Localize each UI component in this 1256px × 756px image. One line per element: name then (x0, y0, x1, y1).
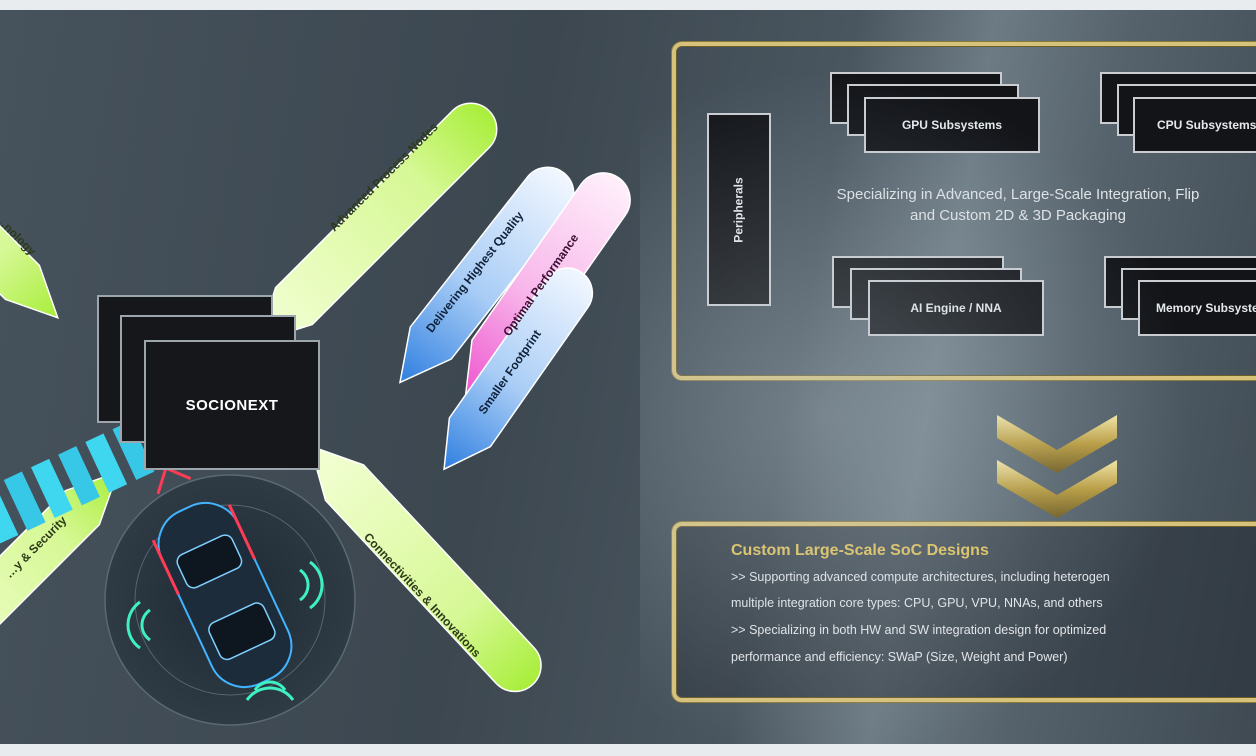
socionext-label: SOCIONEXT (185, 396, 279, 414)
custom-designs-background (676, 524, 1256, 698)
diagram-canvas: …nology Advanced Process Nodes Deliverin… (0, 10, 1256, 744)
integration-line-1: Specializing in Advanced, Large-Scale In… (836, 186, 1200, 203)
custom-designs-title: Custom Large-Scale SoC Designs (731, 542, 989, 559)
ai-engine-label: AI Engine / NNA (910, 301, 1002, 315)
car-illustration (104, 466, 356, 726)
custom-line-1: >> Supporting advanced compute architect… (731, 570, 1110, 584)
arrow-left-bottom (0, 470, 120, 681)
custom-line-4: performance and efficiency: SWaP (Size, … (731, 650, 1068, 664)
integration-text: Specializing in Advanced, Large-Scale In… (768, 184, 1256, 226)
cyan-stripes (0, 420, 155, 544)
custom-designs-frame (672, 522, 1256, 702)
custom-line-2: multiple integration core types: CPU, GP… (731, 596, 1103, 610)
ai-engine-card: AI Engine / NNA (868, 280, 1044, 336)
arrow-left-top (0, 109, 60, 320)
custom-line-3: >> Specializing in both HW and SW integr… (731, 623, 1107, 637)
cpu-card: CPU Subsystems (1133, 97, 1256, 153)
memory-card: Memory Subsystems (1138, 280, 1256, 336)
gpu-label: GPU Subsystems (901, 118, 1003, 132)
peripherals-card: Peripherals (707, 113, 771, 306)
arrow-smaller (443, 267, 594, 471)
integration-line-2: and Custom 2D & 3D Packaging (910, 207, 1126, 224)
arrow-advanced (257, 102, 498, 343)
peripherals-label: Peripherals (732, 176, 746, 243)
socionext-card: SOCIONEXT (144, 340, 320, 470)
subsystems-frame (672, 42, 1256, 380)
cpu-label: CPU Subsystems (1157, 118, 1256, 132)
arrow-connectivity (309, 444, 542, 693)
gpu-card: GPU Subsystems (864, 97, 1040, 153)
arrow-graphics (0, 102, 1117, 726)
memory-label: Memory Subsystems (1156, 301, 1256, 315)
gold-chevrons (997, 415, 1117, 518)
